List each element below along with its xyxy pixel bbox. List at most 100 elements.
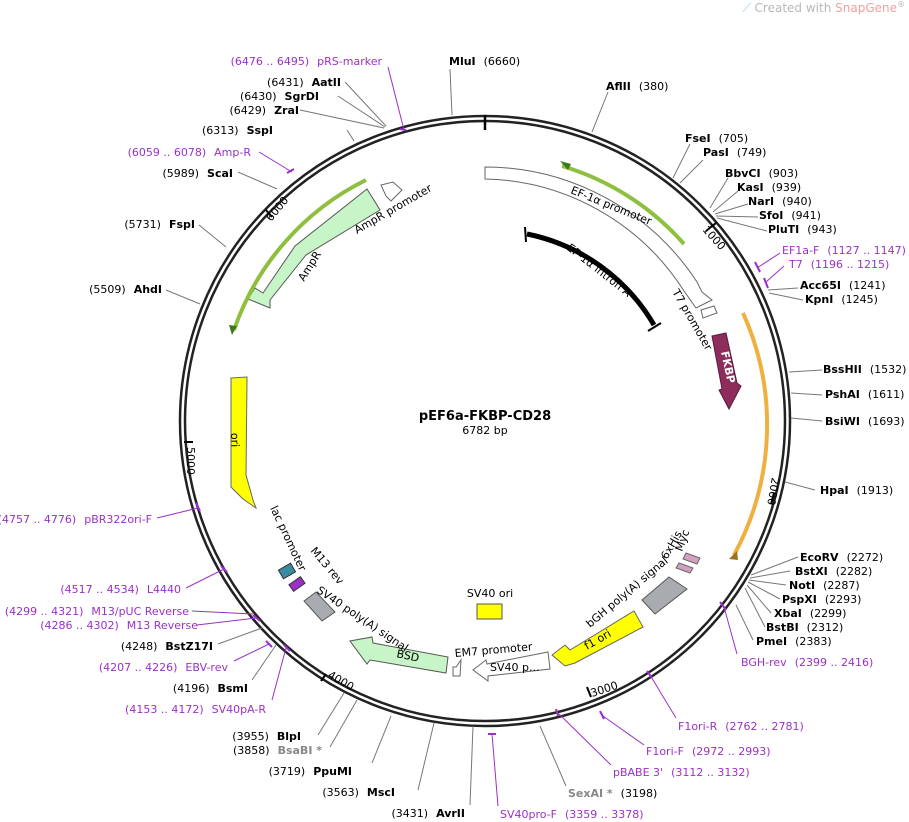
site-name: XbaI <box>774 607 802 620</box>
site-position: (2293) <box>825 593 862 606</box>
site-name: BsmI <box>218 682 249 695</box>
feature-ef1a-green-band <box>561 164 686 246</box>
site-position: (2299) <box>810 607 847 620</box>
feature-m13-rev-box[interactable] <box>288 576 306 592</box>
site-label: NarI(940) <box>748 195 812 208</box>
feature-ampr[interactable] <box>247 188 381 309</box>
leader-line <box>712 190 739 213</box>
site-position: (4196) <box>173 682 210 695</box>
site-name: pRS-marker <box>317 55 382 68</box>
site-name: EBV-rev <box>185 661 228 674</box>
leader-line <box>715 215 759 218</box>
feature-sv40-promoter[interactable] <box>472 651 551 682</box>
leader-line <box>346 129 355 142</box>
site-label: (6430)SgrDI <box>240 90 319 103</box>
site-label: BssHII(1532) <box>823 363 906 376</box>
leader-line <box>672 143 691 179</box>
site-name: BssHII <box>823 363 862 376</box>
site-name: M13/pUC Reverse <box>91 605 189 618</box>
feature-myc[interactable] <box>682 552 701 565</box>
site-name: ZraI <box>274 104 299 117</box>
site-label: (6431)AatII <box>267 76 341 89</box>
leader-line <box>790 417 823 422</box>
primer-marker <box>763 277 769 289</box>
feature-ori[interactable] <box>230 376 258 510</box>
feature-t7-promoter[interactable] <box>700 305 718 319</box>
primer-marker <box>754 261 761 273</box>
feature-lac-promoter-box[interactable] <box>277 562 297 580</box>
site-position: (6431) <box>267 76 304 89</box>
site-label: (4207 .. 4226)EBV-rev <box>99 661 229 674</box>
site-name: NarI <box>748 195 774 208</box>
site-position: (939) <box>772 181 802 194</box>
site-name: PpuMI <box>313 765 352 778</box>
feature-label: EF-1α intron A <box>564 241 634 300</box>
site-position: (2272) <box>847 551 884 564</box>
leader-line <box>539 725 567 787</box>
site-position: (3112 .. 3132) <box>671 766 750 779</box>
primer-marker <box>220 565 228 573</box>
credit-prefix: Created with <box>754 1 836 15</box>
site-name: PmeI <box>756 635 787 648</box>
feature-bsd[interactable] <box>349 636 449 674</box>
site-position: (1913) <box>857 484 894 497</box>
feature-sv40-ori[interactable] <box>476 603 503 620</box>
feature-bgh-polya[interactable] <box>641 576 688 615</box>
site-name: MluI <box>449 55 476 68</box>
site-name: SV40pA-R <box>212 703 267 716</box>
site-name: SV40pro-F <box>500 808 557 821</box>
site-label: SfoI(941) <box>759 209 821 222</box>
leader-line <box>768 292 804 301</box>
primer-marker <box>286 168 295 174</box>
primer-marker <box>555 708 559 717</box>
site-label: (3858)BsaBI * <box>233 744 322 757</box>
arrow-head <box>560 161 571 170</box>
site-label: SV40pro-F(3359 .. 3378) <box>500 808 644 821</box>
site-position: (6660) <box>484 55 521 68</box>
site-position: (943) <box>807 223 837 236</box>
feature-sv40-polya[interactable] <box>303 591 336 622</box>
leader-line <box>237 171 278 190</box>
site-label: BstXI(2282) <box>795 565 872 578</box>
site-name: pBR322ori-F <box>84 513 152 526</box>
site-label: (3719)PpuMI <box>269 765 352 778</box>
site-position: (903) <box>769 167 799 180</box>
feature-f1-ori[interactable] <box>551 610 644 667</box>
site-label: MluI (6660) <box>449 55 520 68</box>
feature-em7-promoter[interactable] <box>452 658 462 677</box>
tick-label: 5000 <box>184 447 197 475</box>
site-labels: MluI(6660) AflII(380) FseI(705) PasI(749… <box>0 55 906 821</box>
leader-line <box>299 109 385 129</box>
site-name: AhdI <box>134 283 162 296</box>
site-name: FseI <box>685 132 711 145</box>
site-position: (3431) <box>392 807 429 820</box>
tick-mark <box>586 686 592 698</box>
leader-line <box>469 725 474 806</box>
tick-mark <box>705 222 717 232</box>
site-label: XbaI (2299) <box>774 607 846 620</box>
site-position: (2399 .. 2416) <box>795 656 874 669</box>
feature-ef1a-promoter[interactable] <box>484 166 713 309</box>
leader-line <box>317 692 345 736</box>
site-name: L4440 <box>147 583 181 596</box>
primer-marker <box>646 670 653 679</box>
feature-6xhis[interactable] <box>675 562 694 574</box>
feature-label: M13 rev <box>308 545 347 588</box>
leader-line <box>344 81 387 127</box>
site-position: (4517 .. 4534) <box>60 583 139 596</box>
leader-line <box>602 715 645 746</box>
site-position: (4248) <box>121 640 158 653</box>
feature-ampr-promoter[interactable] <box>380 181 403 202</box>
feature-ef1a-intron[interactable] <box>526 231 657 327</box>
site-position: (5509) <box>89 283 126 296</box>
site-label: BstBI(2312) <box>766 621 843 634</box>
site-label: KpnI(1245) <box>805 293 878 306</box>
leader-line <box>750 556 799 576</box>
snapgene-credit: ⟋ Created with SnapGene® <box>742 0 905 16</box>
site-position: (2282) <box>836 565 873 578</box>
site-name: ScaI <box>207 167 233 180</box>
feature-fkbp[interactable] <box>711 332 742 411</box>
site-label: (4299 .. 4321)M13/pUC Reverse <box>5 605 189 618</box>
site-name: SgrDI <box>285 90 319 103</box>
site-position: (4286 .. 4302) <box>40 619 119 632</box>
